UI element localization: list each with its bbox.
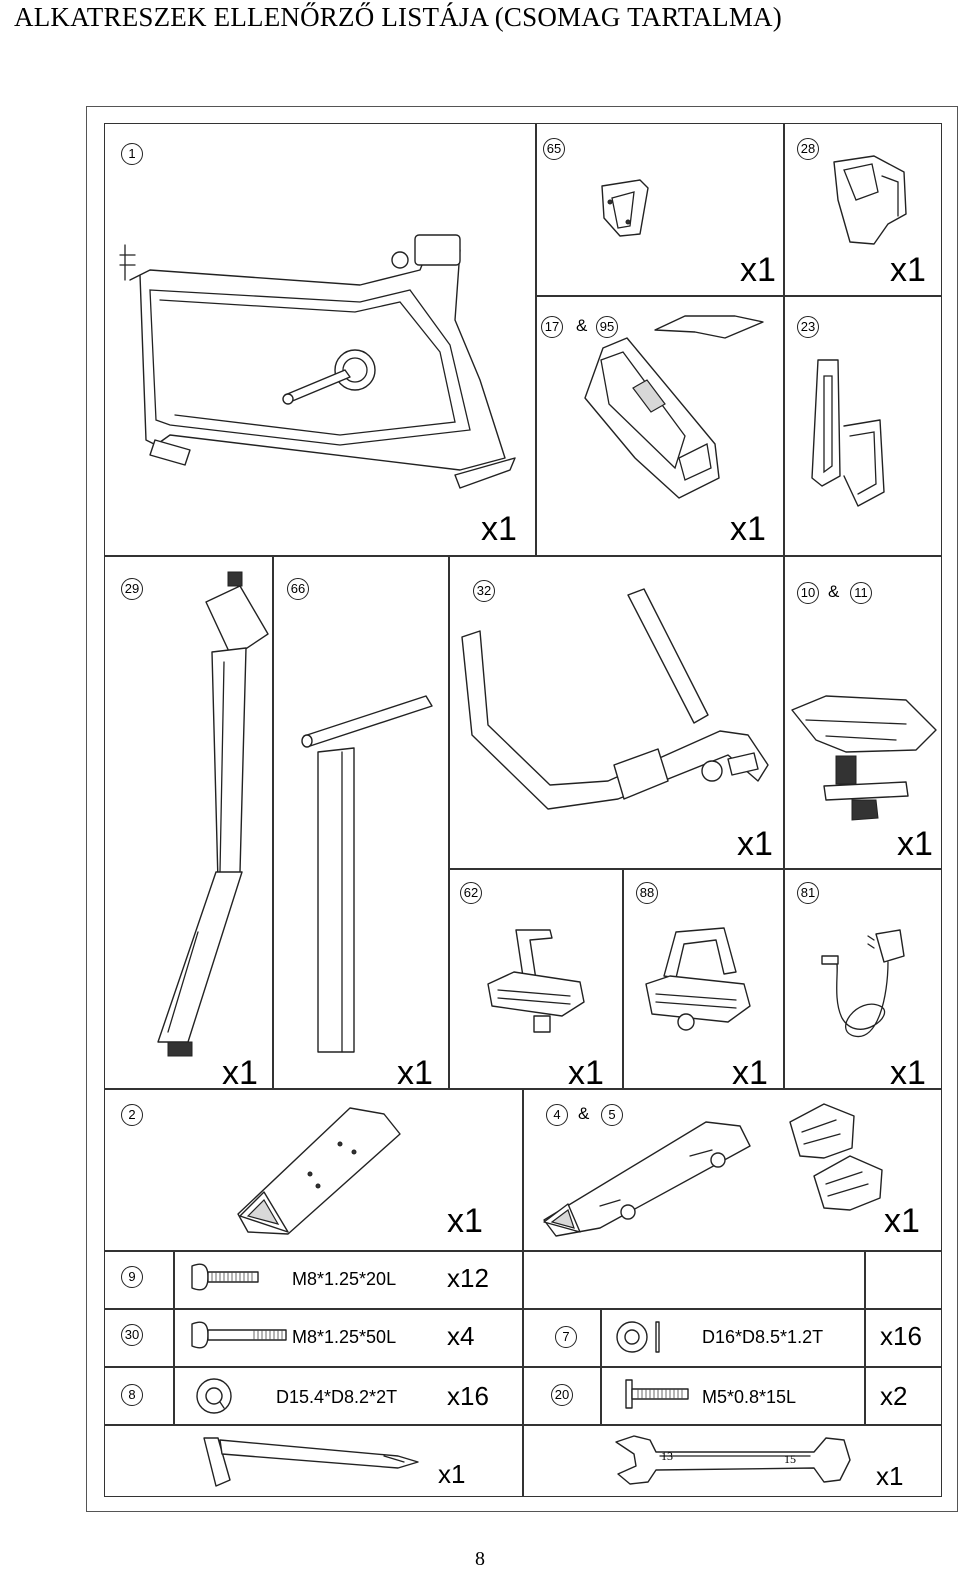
part-number-badge: 29 bbox=[121, 578, 143, 600]
spec-text: M8*1.25*20L bbox=[292, 1269, 397, 1289]
quantity: x1 bbox=[884, 1202, 920, 1240]
part-number-badge: 1 bbox=[121, 143, 143, 165]
part-number-badge: 17 bbox=[541, 316, 563, 338]
part-number-badge: 23 bbox=[797, 316, 819, 338]
wrench-icon bbox=[615, 1435, 851, 1485]
rear-stabilizer-icon bbox=[543, 1121, 751, 1237]
bottle-holder-icon bbox=[811, 359, 885, 507]
spec-text: M5*0.8*15L bbox=[702, 1387, 797, 1407]
spec-text: M8*1.25*50L bbox=[292, 1327, 397, 1347]
quantity: x16 bbox=[880, 1321, 922, 1351]
quantity: x1 bbox=[890, 1054, 926, 1092]
part-number-badge: 4 bbox=[546, 1104, 568, 1126]
part-number-badge: 66 bbox=[287, 578, 309, 600]
bottle-cage-clip-icon bbox=[833, 155, 907, 245]
quantity: x1 bbox=[568, 1054, 604, 1092]
part-number-badge: 28 bbox=[797, 138, 819, 160]
main-frame-icon bbox=[119, 234, 516, 489]
ampersand: & bbox=[576, 316, 588, 335]
outer-frame bbox=[86, 106, 958, 1512]
quantity: x16 bbox=[447, 1381, 489, 1411]
quantity: x1 bbox=[222, 1054, 258, 1092]
part-number-badge: 10 bbox=[797, 582, 819, 604]
parts-grid bbox=[104, 123, 942, 1497]
page-number: 8 bbox=[475, 1548, 485, 1570]
wrench-size-label: 15 bbox=[784, 1452, 796, 1466]
part-number-badge: 7 bbox=[555, 1326, 577, 1348]
seat-post-tube-icon bbox=[157, 571, 269, 1057]
quantity: x1 bbox=[876, 1461, 904, 1491]
part-number-badge: 9 bbox=[121, 1266, 143, 1288]
quantity: x1 bbox=[730, 510, 766, 548]
power-adapter-icon bbox=[821, 929, 905, 1038]
pedal-strap-icon bbox=[645, 927, 751, 1031]
handlebar-icon bbox=[461, 588, 769, 810]
bolt-icon bbox=[191, 1321, 287, 1349]
part-number-badge: 5 bbox=[601, 1104, 623, 1126]
front-stabilizer-icon bbox=[237, 1107, 401, 1235]
washer-icon bbox=[616, 1321, 660, 1353]
wrench-size-label: 13 bbox=[661, 1449, 673, 1463]
ampersand: & bbox=[828, 582, 840, 601]
allen-key-screwdriver-icon bbox=[203, 1437, 419, 1487]
quantity: x1 bbox=[740, 251, 776, 289]
quantity: x1 bbox=[890, 251, 926, 289]
quantity: x1 bbox=[737, 825, 773, 863]
quantity: x12 bbox=[447, 1263, 489, 1293]
saddle-icon bbox=[791, 695, 937, 821]
part-number-badge: 65 bbox=[543, 138, 565, 160]
bracket-icon bbox=[601, 179, 649, 237]
quantity: x1 bbox=[397, 1054, 433, 1092]
part-number-badge: 95 bbox=[596, 316, 618, 338]
page-title: ALKATRESZEK ELLENŐRZŐ LISTÁJA (CSOMAG TA… bbox=[14, 2, 782, 32]
part-number-badge: 2 bbox=[121, 1104, 143, 1126]
quantity: x4 bbox=[447, 1321, 475, 1351]
quantity: x1 bbox=[438, 1459, 466, 1489]
part-number-badge: 88 bbox=[636, 882, 658, 904]
console-icon bbox=[584, 315, 764, 499]
part-number-badge: 8 bbox=[121, 1384, 143, 1406]
part-number-badge: 20 bbox=[551, 1384, 573, 1406]
part-number-badge: 30 bbox=[121, 1324, 143, 1346]
seat-slider-icon bbox=[301, 695, 433, 1053]
bolt-icon bbox=[191, 1263, 259, 1291]
end-cap-icon bbox=[789, 1103, 883, 1211]
quantity: x2 bbox=[880, 1381, 908, 1411]
quantity: x1 bbox=[897, 825, 933, 863]
pedal-icon bbox=[487, 929, 585, 1033]
spec-text: D16*D8.5*1.2T bbox=[702, 1327, 824, 1347]
screw-icon bbox=[625, 1379, 689, 1409]
quantity: x1 bbox=[447, 1202, 483, 1240]
spec-text: D15.4*D8.2*2T bbox=[276, 1387, 398, 1407]
washer-icon bbox=[196, 1378, 232, 1414]
ampersand: & bbox=[578, 1104, 590, 1123]
part-number-badge: 81 bbox=[797, 882, 819, 904]
quantity: x1 bbox=[481, 510, 517, 548]
quantity: x1 bbox=[732, 1054, 768, 1092]
part-number-badge: 11 bbox=[850, 582, 872, 604]
part-number-badge: 62 bbox=[460, 882, 482, 904]
part-number-badge: 32 bbox=[473, 580, 495, 602]
